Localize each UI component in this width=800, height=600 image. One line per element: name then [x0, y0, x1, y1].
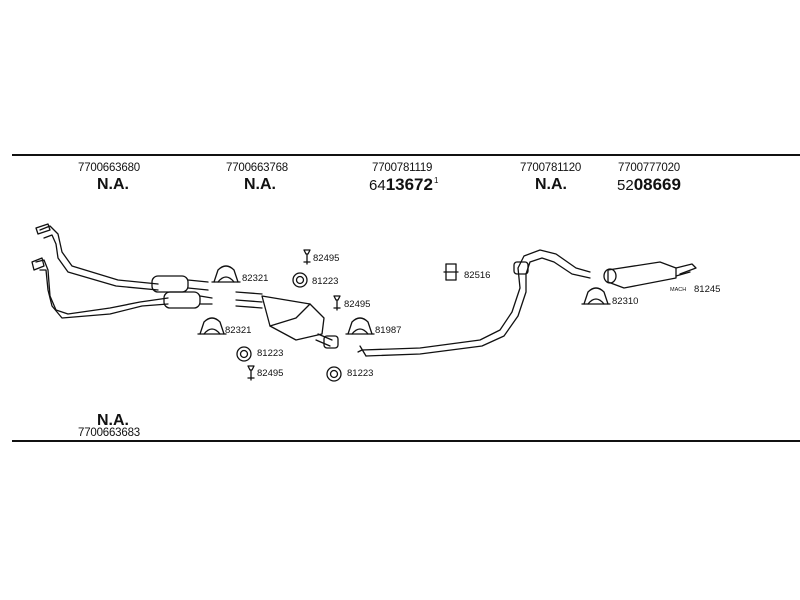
ring-icon-left [236, 346, 252, 362]
ref-rear-silencer-prefix: 52 [617, 177, 634, 194]
bolt-icon-mid [333, 295, 341, 311]
oe-number-catalyst: 7700663768 [226, 162, 288, 174]
part-number-rear-part: 81245 [694, 284, 721, 295]
oe-number-tail-pipe: 7700781120 [520, 162, 582, 174]
ref-footer-part: N.A. [97, 412, 129, 429]
middle-silencer-drawing [235, 291, 339, 349]
part-number-hanger: 82516 [464, 270, 491, 281]
front-pipe-drawing [31, 223, 213, 319]
rear-silencer-drawing [603, 261, 697, 289]
top-rule [12, 154, 800, 156]
clamp-icon-upper [211, 265, 241, 283]
ref-tail-pipe: N.A. [535, 176, 567, 193]
part-number-ring-bottom: 81223 [347, 368, 374, 379]
ref-catalyst: N.A. [244, 176, 276, 193]
ref-middle-silencer-prefix: 64 [369, 177, 386, 194]
ring-icon-top [292, 272, 308, 288]
ring-icon-bottom [326, 366, 342, 382]
clamp-icon-mid [345, 317, 375, 335]
oe-number-footer-part: 7700663683 [78, 427, 140, 439]
part-number-clamp-rear: 82310 [612, 296, 639, 307]
part-number-ring-left: 81223 [257, 348, 284, 359]
rear-small-label: MACH [670, 287, 687, 293]
ref-middle-silencer: 64136721 [369, 175, 438, 195]
part-number-clamp-mid: 81987 [375, 325, 402, 336]
ref-front-pipe: N.A. [97, 176, 129, 193]
bolt-icon-left [247, 365, 255, 381]
tail-pipe-drawing [357, 249, 591, 357]
oe-number-front-pipe: 7700663680 [78, 162, 140, 174]
bottom-rule [12, 440, 800, 442]
ref-middle-silencer-suffix: 1 [433, 176, 439, 185]
ref-rear-silencer-number: 08669 [633, 175, 681, 194]
clamp-icon-rear [581, 287, 611, 305]
bolt-icon-top [303, 249, 311, 265]
part-number-bolt-mid: 82495 [344, 299, 371, 310]
hanger-icon [443, 263, 459, 281]
oe-number-middle-silencer: 7700781119 [372, 162, 433, 174]
ref-rear-silencer: 5208669 [617, 175, 681, 195]
oe-number-rear-silencer: 7700777020 [618, 162, 680, 174]
part-number-bolt-top: 82495 [313, 253, 340, 264]
ref-middle-silencer-number: 13672 [385, 175, 433, 194]
part-number-bolt-left: 82495 [257, 368, 284, 379]
part-number-clamp-upper: 82321 [242, 273, 269, 284]
part-number-ring-top: 81223 [312, 276, 339, 287]
clamp-icon-lower [197, 317, 227, 335]
part-number-clamp-lower: 82321 [225, 325, 252, 336]
